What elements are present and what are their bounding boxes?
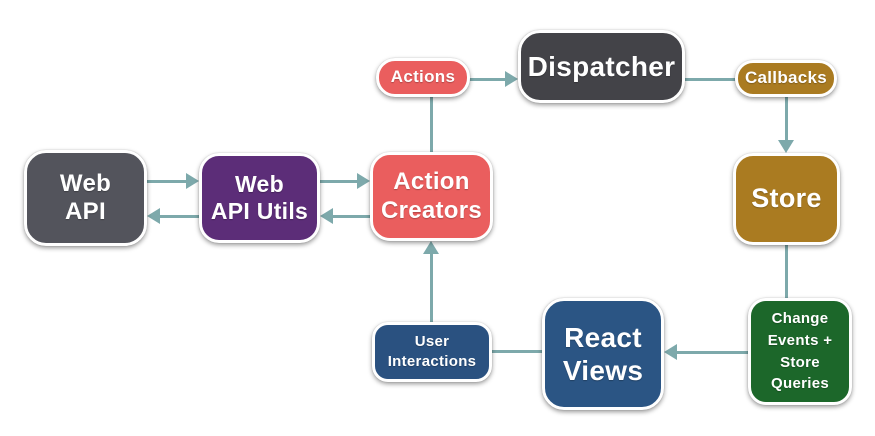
node-callbacks: Callbacks — [735, 60, 837, 97]
node-label: Queries — [771, 375, 829, 393]
edge-web-api-to-web-api-utils — [147, 180, 187, 183]
arrowhead-up-icon — [423, 241, 439, 254]
arrowhead-right-icon — [186, 173, 199, 189]
edge-user-interactions-to-action-creators — [430, 254, 433, 322]
node-label: Interactions — [387, 353, 477, 370]
node-label: Actions — [390, 67, 456, 87]
node-label: Store — [780, 353, 820, 371]
edge-store-to-change-events — [785, 245, 788, 298]
node-label: API — [65, 198, 106, 225]
node-label: Events + — [767, 331, 833, 349]
arrowhead-left-icon — [320, 208, 333, 224]
edge-dispatcher-to-callbacks — [685, 78, 735, 81]
node-web-api-utils: Web API Utils — [199, 153, 320, 243]
node-label: Action — [393, 168, 470, 196]
node-dispatcher: Dispatcher — [518, 30, 685, 103]
edge-web-api-utils-to-web-api — [160, 215, 199, 218]
arrowhead-down-icon — [778, 140, 794, 153]
node-actions: Actions — [376, 58, 470, 97]
node-label: Callbacks — [744, 68, 828, 88]
edge-action-creators-to-web-api-utils — [333, 215, 370, 218]
node-label: User — [414, 332, 450, 350]
edge-change-events-to-react-views — [677, 351, 748, 354]
node-store: Store — [733, 153, 840, 245]
edge-react-views-to-user-interactions — [492, 350, 542, 353]
node-label: Store — [751, 183, 822, 214]
arrowhead-left-icon — [147, 208, 160, 224]
edge-action-creators-to-actions — [430, 97, 433, 152]
node-label: Dispatcher — [527, 50, 676, 82]
arrowhead-right-icon — [357, 173, 370, 189]
node-label: API Utils — [210, 198, 309, 224]
arrowhead-left-icon — [664, 344, 677, 360]
node-label: Change — [771, 310, 829, 327]
node-label: Web — [234, 170, 285, 197]
node-react-views: React Views — [542, 298, 664, 410]
node-change-events-store-queries: Change Events + Store Queries — [748, 298, 852, 405]
node-label: React — [564, 321, 642, 353]
edge-callbacks-to-store — [785, 97, 788, 140]
node-label: Creators — [380, 196, 483, 224]
node-web-api: Web API — [24, 150, 147, 246]
arrowhead-right-icon — [505, 71, 518, 87]
edge-web-api-utils-to-action-creators — [320, 180, 358, 183]
node-label: Views — [562, 355, 644, 386]
edge-actions-to-dispatcher — [470, 78, 506, 81]
node-action-creators: Action Creators — [370, 152, 493, 241]
node-user-interactions: User Interactions — [372, 322, 492, 382]
node-label: Web — [59, 169, 112, 197]
